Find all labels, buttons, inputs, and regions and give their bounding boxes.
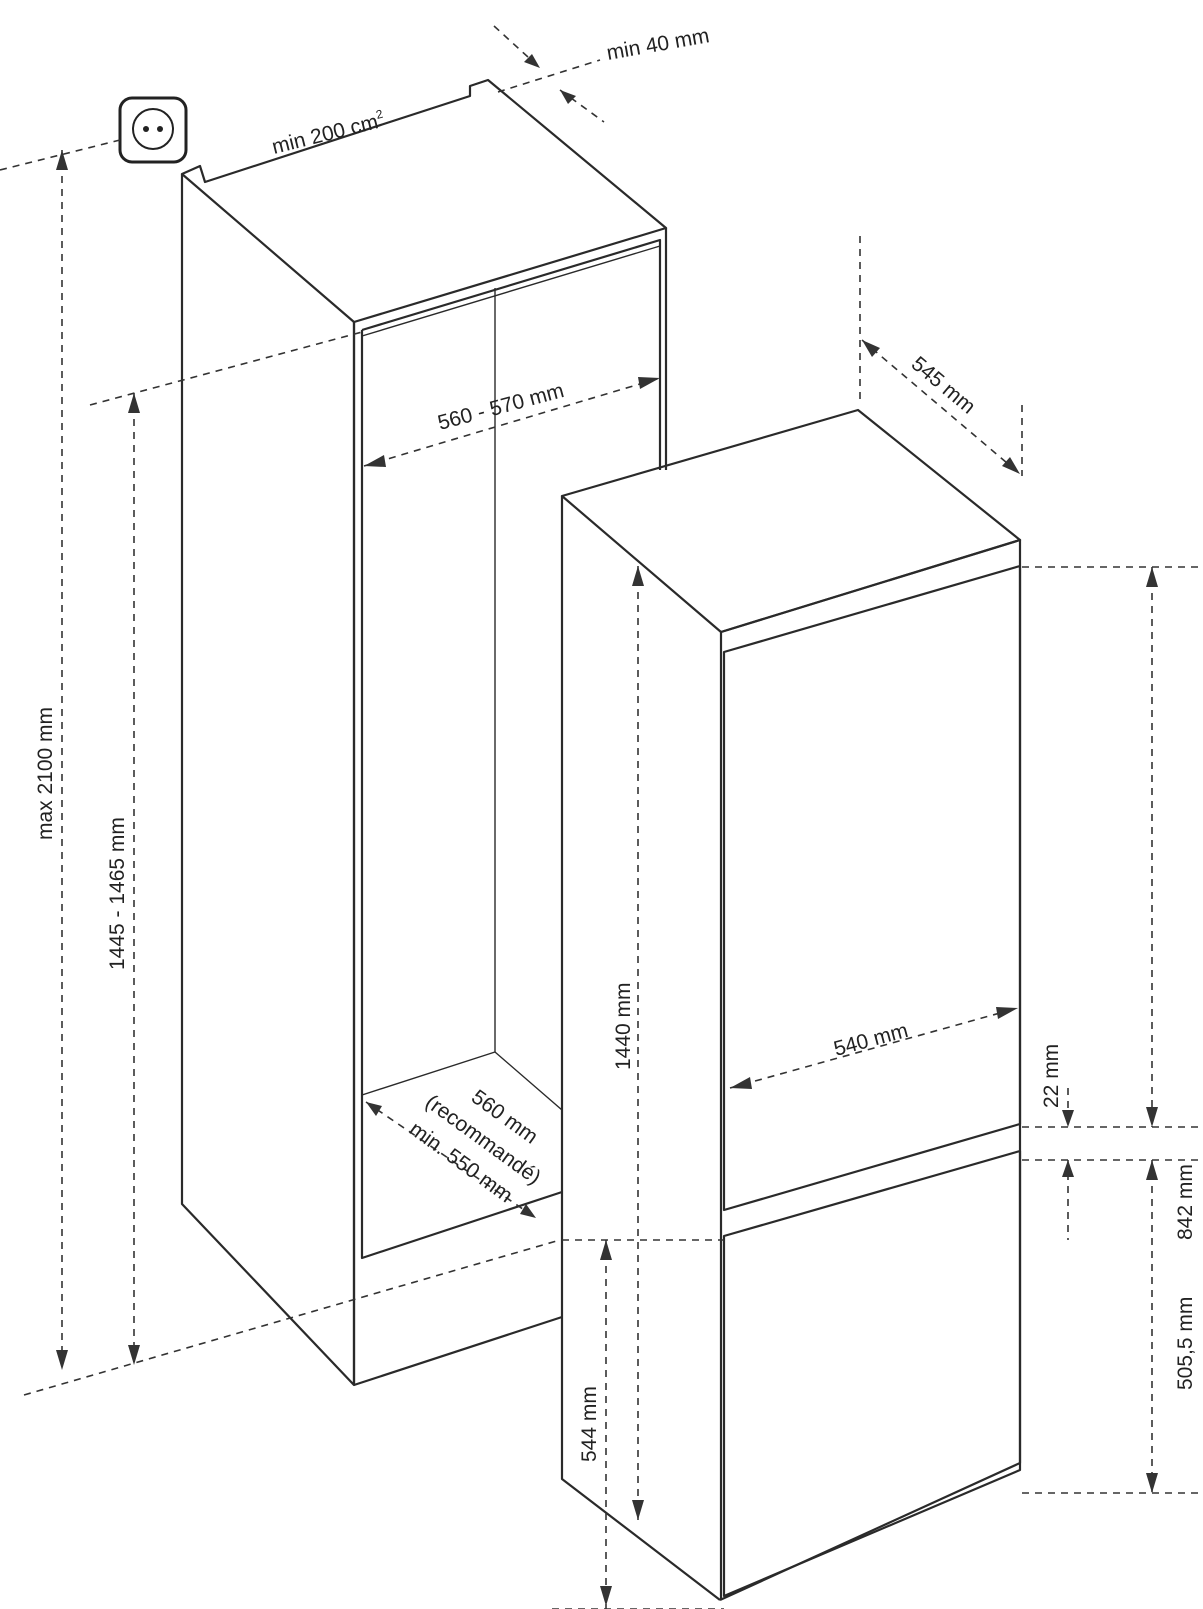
- dimension-labels: min 40 mm min 200 cm2 max 2100 mm 1445 -…: [34, 24, 1197, 1462]
- dimension-lines: [0, 25, 1203, 1609]
- label-max-height: max 2100 mm: [34, 707, 57, 840]
- label-niche-width: 560 - 570 mm: [435, 379, 566, 435]
- label-appliance-width: 540 mm: [831, 1019, 910, 1061]
- label-upper-door-height: 842 mm: [1174, 1164, 1197, 1240]
- label-niche-height: 1445 - 1465 mm: [106, 817, 129, 970]
- label-min-40-mm: min 40 mm: [605, 24, 711, 65]
- label-lower-door-height: 505,5 mm: [1174, 1297, 1197, 1390]
- power-socket-icon: [118, 96, 188, 164]
- appliance: [560, 408, 1022, 1602]
- label-appliance-height: 1440 mm: [612, 982, 635, 1070]
- label-vent-area: min 200 cm2: [269, 107, 387, 159]
- cabinet: [180, 78, 668, 1387]
- label-plinth-height: 544 mm: [578, 1386, 601, 1462]
- label-door-gap: 22 mm: [1040, 1044, 1063, 1108]
